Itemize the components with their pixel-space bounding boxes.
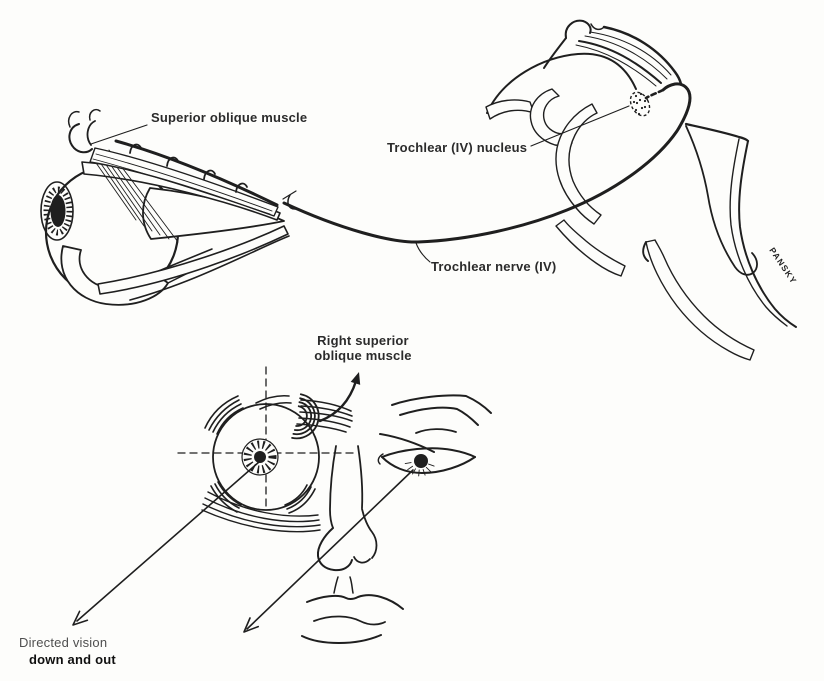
iris-ticks	[43, 186, 73, 236]
leader-trochlear-nerve	[415, 242, 431, 263]
muscle-direction-arrow	[318, 372, 361, 423]
leader-superior-oblique	[90, 124, 148, 145]
lower-lip	[301, 634, 382, 644]
pupil-front	[254, 451, 266, 463]
tectal-ribbon	[543, 19, 683, 87]
iris-ticks-front	[243, 440, 277, 474]
nose-bridge-right	[357, 445, 364, 509]
trochlear-nucleus-oval	[629, 91, 651, 117]
cornea-rim	[40, 181, 74, 241]
label-oblique-muscle: oblique muscle	[314, 348, 411, 363]
brainstem-illustration: PANSKY	[485, 19, 799, 361]
label-down-and-out: down and out	[29, 652, 116, 667]
superior-oblique-loop-front	[255, 393, 353, 440]
eyeball-front-outline	[212, 403, 320, 511]
brow-stroke-3	[415, 428, 457, 434]
inferior-muscle-band	[201, 491, 321, 533]
posterior-edge-lines	[684, 122, 797, 328]
midbrain-dome	[486, 52, 637, 114]
hatched-tegmental-band	[555, 103, 602, 225]
leader-trochlear-nucleus	[530, 105, 630, 147]
muscle-stub-superonasal	[204, 395, 244, 435]
label-trochlear-nerve: Trochlear nerve (IV)	[431, 259, 556, 274]
eye-upper-edge	[381, 447, 476, 458]
face-pupil	[414, 454, 428, 468]
brow-stroke-1	[391, 394, 492, 414]
pupil	[50, 195, 66, 227]
hatched-pons-band	[555, 219, 626, 277]
upper-lid-line	[379, 433, 435, 453]
trochlear-nerve-path	[282, 82, 692, 244]
label-superior-oblique-muscle: Superior oblique muscle	[151, 110, 307, 125]
nostril	[353, 556, 371, 564]
label-right-superior: Right superior	[317, 333, 409, 348]
face-illustration	[301, 394, 492, 644]
eye-lower-edge	[381, 456, 476, 474]
tendon-slips	[129, 143, 248, 193]
hatched-medulla-band	[645, 239, 755, 361]
nose-tip	[316, 527, 353, 572]
lateral-eye-illustration	[40, 108, 297, 306]
mouth-line	[313, 615, 386, 626]
brow-stroke-2	[399, 406, 479, 426]
artist-signature: PANSKY	[767, 246, 799, 286]
nerve-dashed-segment	[644, 88, 665, 100]
upper-lip	[306, 594, 404, 610]
inferior-rectus-band	[97, 225, 289, 295]
gaze-arrow-schematic-eye	[72, 461, 260, 626]
philtrum-left	[333, 576, 339, 594]
nose-bridge-left	[329, 445, 337, 529]
philtrum-right	[349, 576, 354, 594]
label-trochlear-nucleus: Trochlear (IV) nucleus	[387, 140, 527, 155]
trochlea	[67, 108, 101, 154]
gaze-arrow-face-eye	[243, 469, 414, 633]
frontal-eye-schematic	[177, 366, 361, 533]
muscle-stub-inferotemporal	[284, 484, 316, 514]
label-directed-vision: Directed vision	[19, 635, 107, 650]
face-iris-striations	[404, 462, 435, 477]
